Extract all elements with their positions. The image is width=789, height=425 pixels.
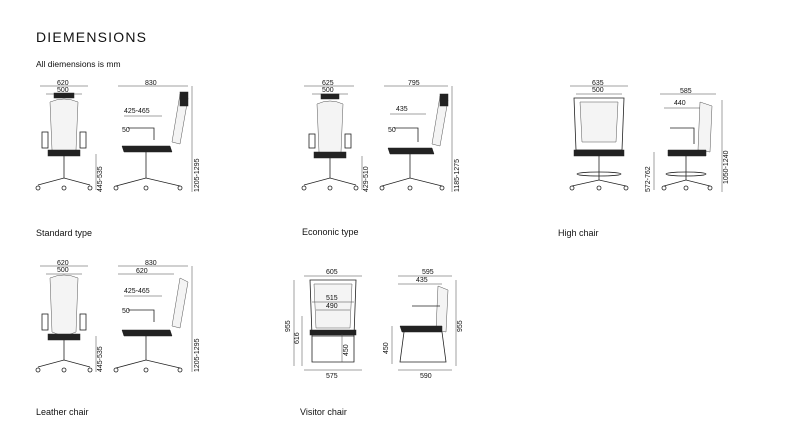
leather-arm-adj: 50 — [122, 308, 130, 315]
econonic-side-depth: 795 — [408, 80, 420, 87]
high-front-width-back: 500 — [592, 87, 604, 94]
econonic-arm-adj: 50 — [388, 127, 396, 134]
visitor-front-seat-height-mid: 450 — [343, 344, 350, 356]
visitor-chair-drawing: 605 515 490 955 616 450 575 595 435 450 … — [282, 266, 472, 382]
high-seat-height: 572-762 — [645, 166, 652, 192]
leather-chair-caption: Leather chair — [36, 407, 89, 417]
standard-front-width-back: 500 — [57, 87, 69, 94]
standard-type-caption: Standard type — [36, 228, 93, 238]
econonic-chair-drawing: 625 500 429-510 795 435 50 1185-1275 — [296, 80, 466, 200]
leather-side-depth: 830 — [145, 260, 157, 267]
visitor-chair-caption: Visitor chair — [300, 407, 347, 417]
standard-seat-height: 445-535 — [97, 166, 104, 192]
page-subtitle: All diemensions is mm — [36, 59, 121, 69]
visitor-front-seat-height-left: 616 — [294, 332, 301, 344]
high-front-width-total: 635 — [592, 80, 604, 87]
high-side-depth: 585 — [680, 88, 692, 95]
econonic-front-width-total: 625 — [322, 80, 334, 87]
standard-height: 1205-1295 — [194, 158, 201, 192]
visitor-side-seat-height: 450 — [383, 342, 390, 354]
high-arm-range: 440 — [674, 100, 686, 107]
visitor-front-width-top: 605 — [326, 269, 338, 276]
standard-arm-range: 425-465 — [124, 108, 150, 115]
leather-seat-height: 445-535 — [97, 346, 104, 372]
visitor-side-height: 955 — [457, 320, 464, 332]
leather-front-width-total: 620 — [57, 260, 69, 267]
visitor-side-depth-inner: 435 — [416, 277, 428, 284]
econonic-seat-height: 429-510 — [363, 166, 370, 192]
leather-side-depth-inner: 620 — [136, 268, 148, 275]
visitor-front-width-bottom: 575 — [326, 373, 338, 380]
econonic-height: 1185-1275 — [454, 159, 461, 192]
leather-arm-range: 425-465 — [124, 288, 150, 295]
standard-chair-drawing: 620 500 445-535 830 425-465 50 1205-1295 — [30, 80, 201, 200]
standard-front-width-total: 620 — [57, 80, 69, 87]
leather-chair-drawing: 620 500 445-535 830 620 425-465 50 1205-… — [30, 260, 201, 382]
high-chair-caption: High chair — [558, 228, 599, 238]
standard-arm-adj: 50 — [122, 127, 130, 134]
standard-side-depth: 830 — [145, 80, 157, 87]
visitor-front-width-seat: 515 — [326, 295, 338, 302]
page-title: DIEMENSIONS — [36, 29, 148, 45]
leather-height: 1205-1295 — [194, 338, 201, 372]
econonic-arm-range: 435 — [396, 106, 408, 113]
visitor-front-width-inner: 490 — [326, 303, 338, 310]
high-height: 1050-1240 — [723, 150, 730, 184]
leather-front-width-back: 500 — [57, 267, 69, 274]
high-chair-drawing: 635 500 572-762 585 440 1050-1240 — [560, 80, 740, 200]
visitor-side-depth-bottom: 590 — [420, 373, 432, 380]
econonic-front-width-back: 500 — [322, 87, 334, 94]
econonic-type-caption: Econonic type — [302, 227, 359, 237]
visitor-front-height-total: 955 — [285, 320, 292, 332]
visitor-side-depth-top: 595 — [422, 269, 434, 276]
